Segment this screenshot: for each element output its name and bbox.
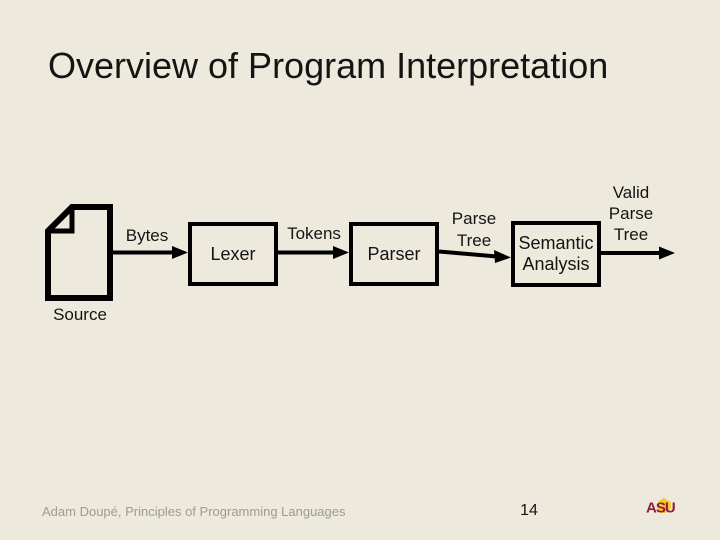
edge-label-parse-tree: Parse Tree [451,209,497,250]
semantic-analysis-label: Semantic Analysis [518,233,594,274]
slide-title: Overview of Program Interpretation [48,45,609,86]
edge-label-tokens: Tokens [287,224,341,243]
asu-logo: ASU [646,497,676,517]
lexer-box: Lexer [188,222,278,286]
source-label: Source [53,305,107,324]
lexer-label: Lexer [210,243,256,264]
footer-credit: Adam Doupé, Principles of Programming La… [42,504,346,519]
asu-logo-text: ASU [646,500,675,517]
source-file-icon [45,204,113,301]
parser-label: Parser [367,243,421,264]
parser-box: Parser [349,222,439,286]
edge-label-bytes: Bytes [125,226,169,245]
page-number: 14 [520,502,538,519]
edge-label-valid-parse-tree: Valid Parse Tree [608,183,654,244]
semantic-analysis-box: Semantic Analysis [511,221,601,287]
